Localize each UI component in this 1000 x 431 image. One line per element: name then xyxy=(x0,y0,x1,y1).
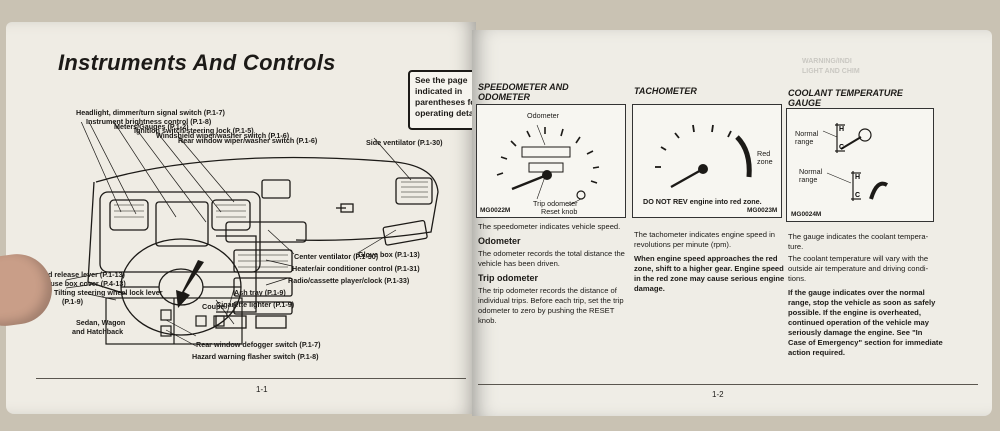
tachometer-text-4: zone, shift to a higher gear. Engine spe… xyxy=(634,264,784,273)
odometer-text-1: The odometer records the total distance … xyxy=(478,249,625,258)
tachometer-figure: Red zone DO NOT REV engine into red zone… xyxy=(632,104,782,218)
odometer-subheading: Odometer xyxy=(478,236,521,246)
trip-odometer-subheading: Trip odometer xyxy=(478,273,539,283)
coolant-text-4: outside air temperature and driving cond… xyxy=(788,264,929,273)
fig-red-label: Red xyxy=(757,149,771,158)
coolant-text-5: tions. xyxy=(788,274,807,283)
right-footer-rule xyxy=(478,384,978,385)
trip-text-2: individual trips. Before each trip, set … xyxy=(478,296,624,305)
dashboard-illustration xyxy=(66,122,439,347)
coolant-text-1: The gauge indicates the coolant tempera- xyxy=(788,232,929,241)
coolant-text-3: The coolant temperature will vary with t… xyxy=(788,254,929,263)
fig-code-tachometer: MG0023M xyxy=(747,207,778,214)
coolant-text-6: If the gauge indicates over the normal xyxy=(788,288,925,297)
coolant-gauge-figure: H C H C Normal range Normal range MG0024… xyxy=(786,108,934,222)
callout-fuse-box: Fuse box cover (P.4-13) xyxy=(46,279,126,288)
callout-coupe: Coupe xyxy=(202,302,225,311)
coolant-text-11: Case of Emergency" section for immediate xyxy=(788,338,943,347)
coolant-text-7: range, stop the vehicle as soon as safel… xyxy=(788,298,936,307)
right-page-number: 1-2 xyxy=(712,390,724,399)
callout-defogger-switch: Rear window defogger switch (P.1-7) xyxy=(196,340,321,349)
fig-code-coolant: MG0024M xyxy=(791,211,822,218)
odometer-text-2: vehicle has been driven. xyxy=(478,259,560,268)
fig-range-label-2: range xyxy=(799,175,818,184)
fig-trip-odometer-label: Trip odometer xyxy=(533,199,578,208)
left-page: Instruments And Controls See the page in… xyxy=(6,22,476,414)
speedometer-intro: The speedometer indicates vehicle speed. xyxy=(478,222,621,231)
fig-odometer-label: Odometer xyxy=(527,111,559,120)
callout-hatchback: and Hatchback xyxy=(72,327,124,336)
trip-text-4: knob. xyxy=(478,316,497,325)
speedometer-figure: Odometer Trip odometer Reset knob MG0022… xyxy=(476,104,626,218)
coolant-text-2: ture. xyxy=(788,242,804,251)
left-footer-rule xyxy=(36,378,466,379)
tachometer-text-6: damage. xyxy=(634,284,665,293)
tachometer-text-5: in the red zone may cause serious engine xyxy=(634,274,785,283)
callout-side-ventilator: Side ventilator (P.1-30) xyxy=(366,138,443,147)
svg-text:C: C xyxy=(855,192,860,199)
callout-ignition-switch: Ignition switch/steering lock (P.1-5) xyxy=(134,126,254,135)
fig-range-label-1: range xyxy=(795,137,814,146)
svg-text:C: C xyxy=(839,144,844,151)
right-page: WARNING/INDI LIGHT AND CHIM SPEEDOMETER … xyxy=(472,30,992,416)
callout-ash-tray: Ash tray (P.1-9) xyxy=(234,288,286,297)
tachometer-gauge xyxy=(655,124,752,189)
coolant-text-9: continued operation of the vehicle may xyxy=(788,318,929,327)
fig-normal-label-1: Normal xyxy=(795,129,819,138)
fig-normal-label-2: Normal xyxy=(799,167,823,176)
speedometer-gauge xyxy=(496,124,600,207)
svg-text:H: H xyxy=(839,126,844,133)
fig-rev-warning: DO NOT REV engine into red zone. xyxy=(643,197,762,206)
page-title: Instruments And Controls xyxy=(58,50,336,75)
callout-tilt-lever-page: (P.1-9) xyxy=(62,297,84,306)
tachometer-heading: TACHOMETER xyxy=(634,86,697,96)
callout-headlight-switch: Headlight, dimmer/turn signal switch (P.… xyxy=(76,108,225,117)
callout-radio: Radio/cassette player/clock (P.1-33) xyxy=(288,276,410,285)
callout-sedan-wagon: Sedan, Wagon xyxy=(76,318,126,327)
tachometer-text-3: When engine speed approaches the red xyxy=(634,254,778,263)
callout-center-ventilator: Center ventilator (P.1-30) xyxy=(294,252,379,261)
fig-zone-label: zone xyxy=(757,157,773,166)
fig-reset-knob-label: Reset knob xyxy=(541,207,578,216)
callout-heater-control: Heater/air conditioner control (P.1-31) xyxy=(292,264,420,273)
callout-meters-gauges: Meters/Gauges (P.1-2) xyxy=(114,122,189,131)
callout-brightness-control: Instrument brightness control (P.1-8) xyxy=(86,117,212,126)
callout-hazard-switch: Hazard warning flasher switch (P.1-8) xyxy=(192,352,319,361)
trip-text-3: odometer to zero by pushing the RESET xyxy=(478,306,615,315)
speedometer-heading: SPEEDOMETER AND ODOMETER xyxy=(478,82,569,102)
tachometer-text-1: The tachometer indicates engine speed in xyxy=(634,230,775,239)
fig-code-speedometer: MG0022M xyxy=(480,207,511,214)
callout-windshield-wiper: Windshield wiper/washer switch (P.1-6) xyxy=(156,131,290,140)
coolant-text-12: action required. xyxy=(788,348,845,357)
coolant-heading: COOLANT TEMPERATURE GAUGE xyxy=(788,88,903,108)
page-reference-note: See the page indicated in parentheses fo… xyxy=(408,70,476,130)
coolant-text-10: seriously damage the engine. See "In xyxy=(788,328,923,337)
tachometer-text-2: revolutions per minute (rpm). xyxy=(634,240,732,249)
callout-rear-wiper: Rear window wiper/washer switch (P.1-6) xyxy=(178,136,318,145)
coolant-text-8: possible. If the engine is overheated, xyxy=(788,308,921,317)
trip-text-1: The trip odometer records the distance o… xyxy=(478,286,617,295)
svg-text:H: H xyxy=(855,174,860,181)
coolant-gauge-illustration: H C H C xyxy=(822,123,889,201)
left-page-number: 1-1 xyxy=(256,385,268,394)
callout-glove-box: Glove box (P.1-13) xyxy=(358,250,420,259)
callout-cigarette-lighter: Cigarette lighter (P.1-9) xyxy=(216,300,295,309)
callout-hood-release: Hood release lever (P.1-13) xyxy=(34,270,125,279)
callout-tilt-lever: Tilting steering wheel lock lever xyxy=(54,288,163,297)
